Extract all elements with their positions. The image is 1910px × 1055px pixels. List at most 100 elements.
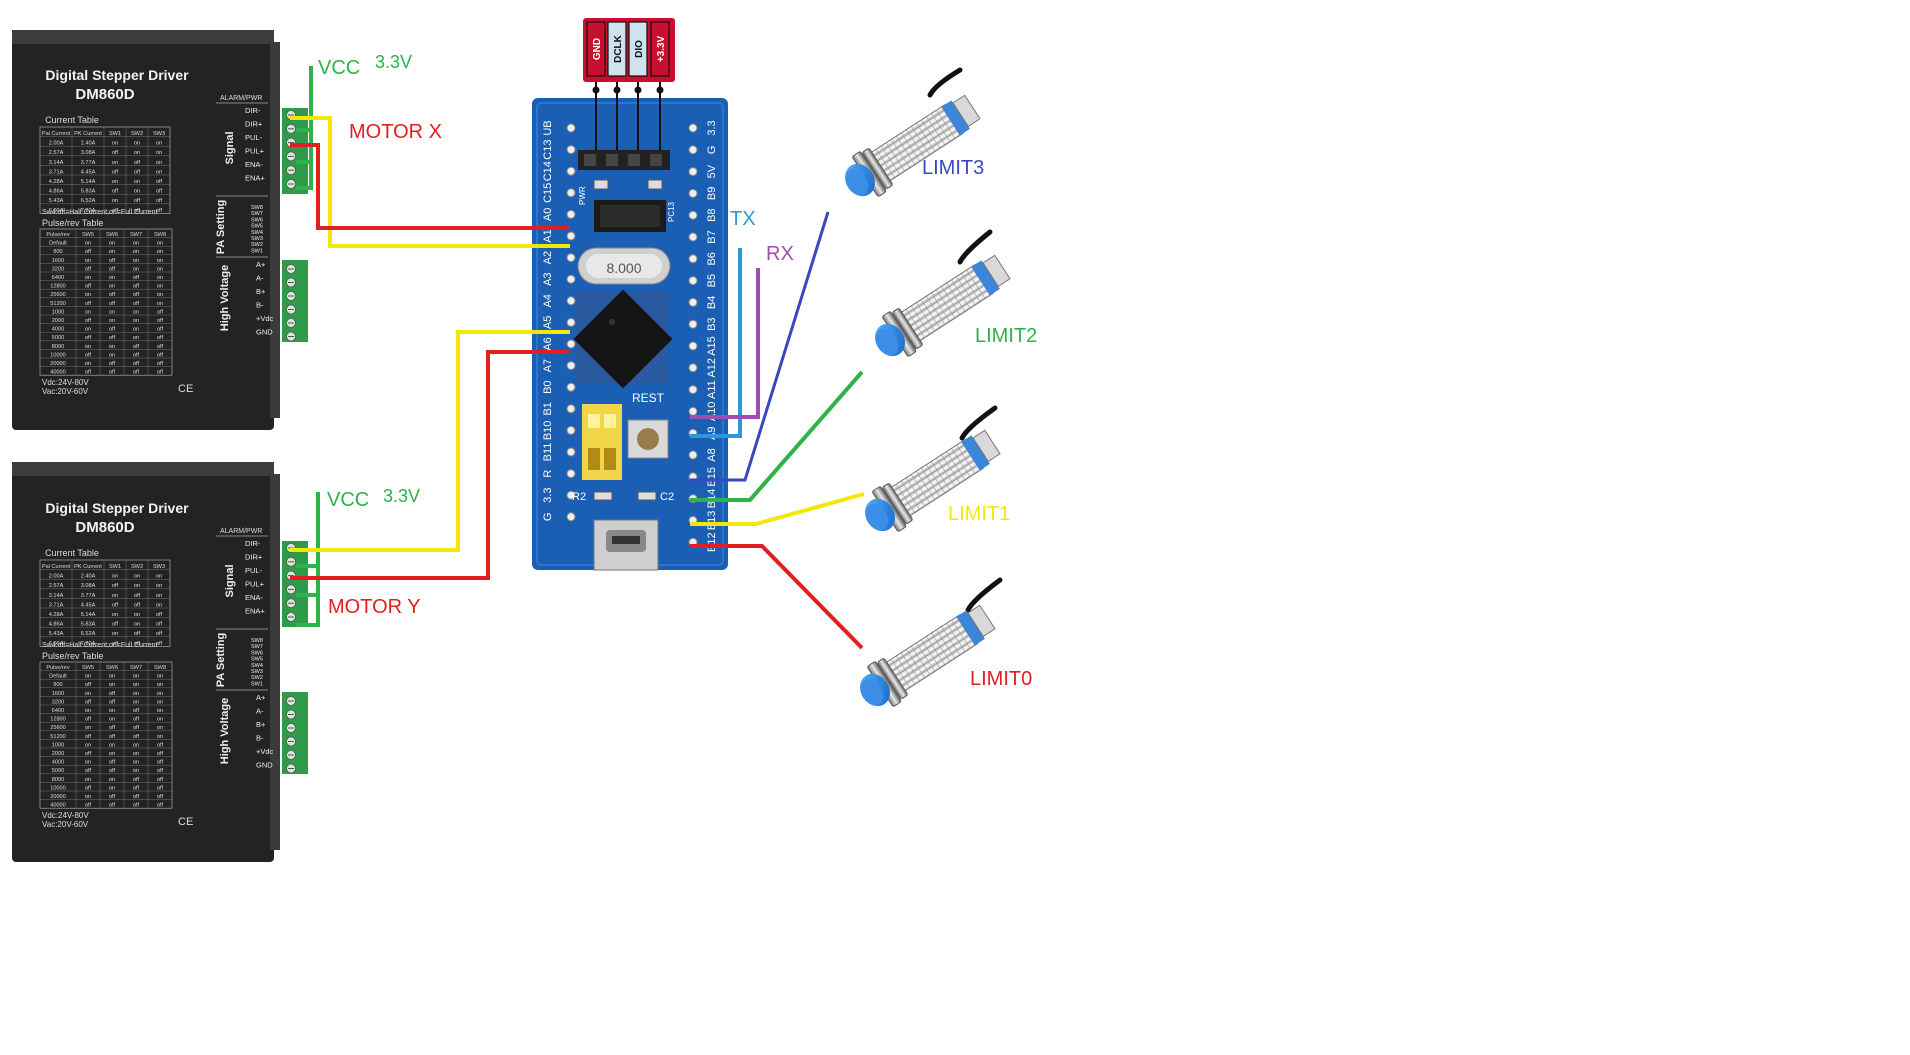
pin-label: B15 bbox=[706, 467, 718, 487]
pin-label: A12 bbox=[706, 358, 718, 378]
table-cell: 5.83A bbox=[81, 622, 96, 628]
table-cell: 1000 bbox=[52, 309, 64, 315]
table-cell: on bbox=[134, 189, 140, 195]
table-cell: off bbox=[134, 208, 141, 214]
pin-label: ENA+ bbox=[245, 607, 265, 616]
table-cell: 6.52A bbox=[81, 198, 96, 204]
table-cell: 40000 bbox=[50, 370, 66, 376]
table-cell: on bbox=[109, 318, 115, 324]
table-cell: 4.28A bbox=[49, 179, 64, 185]
vdc-rating: Vdc:24V-80V bbox=[42, 378, 89, 387]
voltage-label-x: 3.3V bbox=[375, 52, 412, 72]
table-cell: 4.28A bbox=[49, 612, 64, 618]
table-cell: off bbox=[109, 292, 116, 298]
table-cell: on bbox=[134, 150, 140, 156]
pin-label: A+ bbox=[256, 693, 266, 702]
table-cell: on bbox=[109, 284, 115, 290]
table-cell: on bbox=[133, 241, 139, 247]
table-cell: on bbox=[157, 734, 163, 740]
table-cell: 10000 bbox=[50, 352, 66, 358]
pin-label: PUL+ bbox=[245, 147, 265, 156]
driver-body bbox=[12, 30, 274, 430]
table-cell: off bbox=[157, 327, 164, 333]
table-cell: on bbox=[85, 258, 91, 264]
table-cell: on bbox=[156, 160, 162, 166]
table-cell: 6400 bbox=[52, 275, 64, 281]
table-cell: on bbox=[133, 327, 139, 333]
wire-limit3 bbox=[690, 211, 830, 482]
table-cell: on bbox=[85, 292, 91, 298]
table-cell: off bbox=[112, 208, 119, 214]
table-cell: off bbox=[133, 794, 140, 800]
table-cell: on bbox=[109, 742, 115, 748]
stepper-driver-y: Digital Stepper Driver DM860D Current Ta… bbox=[12, 462, 308, 862]
table-cell: on bbox=[112, 198, 118, 204]
table-cell: 3.77A bbox=[81, 593, 96, 599]
table-cell: on bbox=[157, 249, 163, 255]
pin-label: DIR+ bbox=[245, 120, 263, 129]
table-cell: off bbox=[109, 370, 116, 376]
table-cell: off bbox=[85, 734, 92, 740]
driver-model: DM860D bbox=[75, 86, 134, 103]
table-cell: off bbox=[134, 631, 141, 637]
table-cell: off bbox=[85, 768, 92, 774]
sensor-body bbox=[845, 94, 981, 197]
crystal-frequency: 8.000 bbox=[606, 260, 641, 276]
table-cell: off bbox=[109, 301, 116, 307]
table-cell: 3.14A bbox=[49, 593, 64, 599]
alarm-label: ALARM/PWR bbox=[220, 528, 262, 535]
table-cell: on bbox=[109, 777, 115, 783]
table-cell: 8000 bbox=[52, 777, 64, 783]
table-header-cell: SW6 bbox=[106, 665, 118, 671]
table-cell: on bbox=[133, 751, 139, 757]
sw4-note: Sw4:off=Half Current;on=Full Current bbox=[42, 642, 157, 649]
pin-label: G bbox=[706, 146, 718, 155]
driver-title: Digital Stepper Driver bbox=[45, 67, 189, 83]
pin-label: B8 bbox=[706, 208, 718, 221]
table-cell: on bbox=[109, 708, 115, 714]
pin-label: A7 bbox=[542, 359, 554, 372]
pin-label: B6 bbox=[706, 252, 718, 265]
micro-usb-port bbox=[593, 519, 659, 571]
table-cell: off bbox=[85, 785, 92, 791]
table-cell: off bbox=[156, 612, 163, 618]
table-cell: on bbox=[157, 708, 163, 714]
table-cell: on bbox=[109, 682, 115, 688]
motor-x-label: MOTOR X bbox=[349, 121, 442, 143]
reset-button[interactable] bbox=[627, 419, 669, 459]
pin-label: 3.3 bbox=[542, 488, 554, 503]
table-header-cell: SW7 bbox=[130, 232, 142, 238]
pin-label: B4 bbox=[706, 296, 718, 309]
table-cell: off bbox=[157, 742, 164, 748]
signal-pin-labels: DIR-DIR+PUL-PUL+ENA-ENA+ bbox=[245, 539, 265, 616]
table-cell: 2000 bbox=[52, 318, 64, 324]
table-cell: on bbox=[133, 266, 139, 272]
pin-label: A- bbox=[256, 707, 264, 716]
table-cell: 6.00A bbox=[49, 208, 64, 214]
table-cell: off bbox=[85, 699, 92, 705]
table-cell: off bbox=[133, 725, 140, 731]
table-cell: off bbox=[156, 208, 163, 214]
wire-dir-y bbox=[290, 330, 570, 552]
table-cell: off bbox=[85, 335, 92, 341]
table-cell: off bbox=[134, 160, 141, 166]
mcu-chip bbox=[573, 289, 673, 389]
c2-label: C2 bbox=[660, 491, 674, 503]
table-cell: 6.00A bbox=[49, 641, 64, 647]
pin-label: A15 bbox=[706, 336, 718, 356]
motor-y-label: MOTOR Y bbox=[328, 596, 421, 618]
table-cell: 5.43A bbox=[49, 198, 64, 204]
table-cell: off bbox=[157, 803, 164, 809]
table-cell: 2.40A bbox=[81, 574, 96, 580]
boot-jumpers bbox=[582, 404, 622, 480]
high-voltage-label: High Voltage bbox=[219, 698, 231, 764]
pin-label: B11 bbox=[542, 443, 554, 462]
pin-label: B3 bbox=[706, 317, 718, 330]
table-cell: off bbox=[85, 682, 92, 688]
table-cell: on bbox=[156, 593, 162, 599]
pin-label: C15 bbox=[542, 183, 554, 203]
table-cell: 2.40A bbox=[81, 141, 96, 147]
header-pin-block bbox=[607, 21, 627, 77]
